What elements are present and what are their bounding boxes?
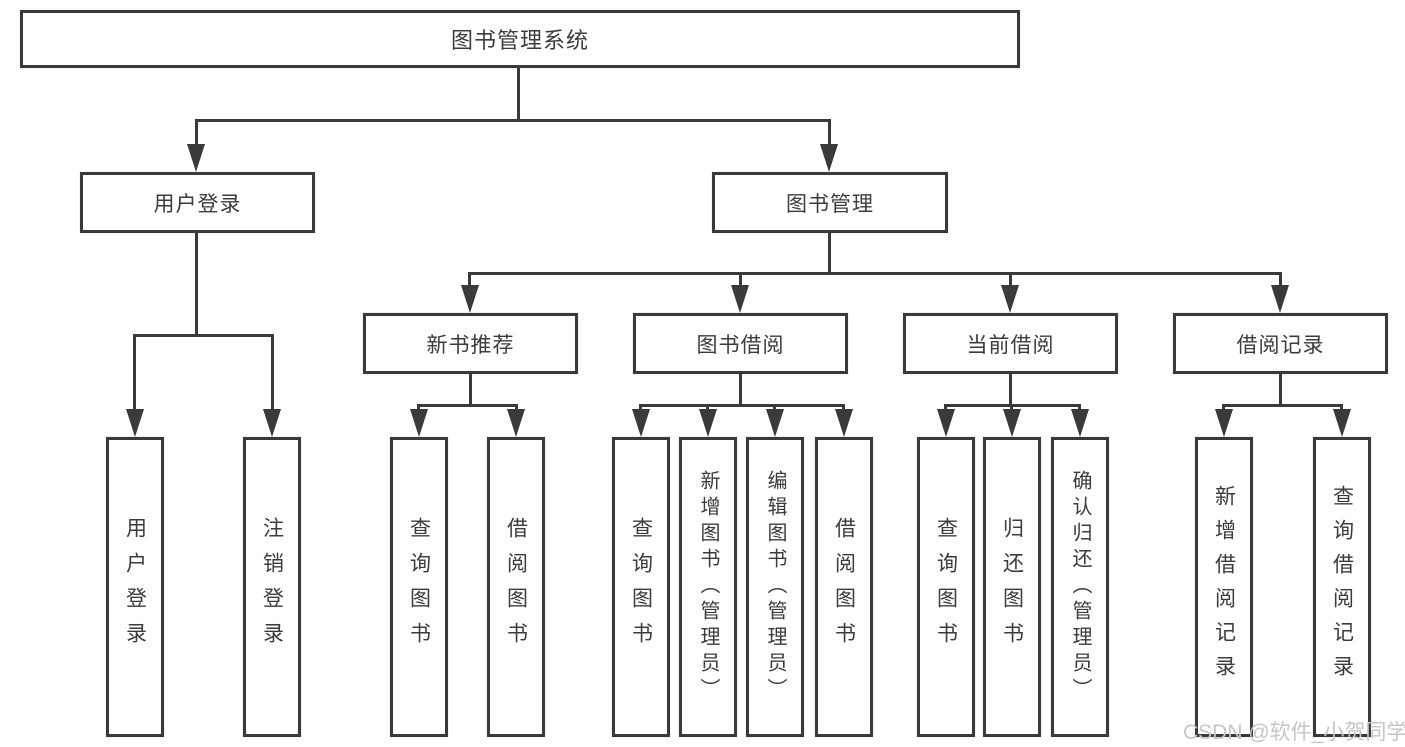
leaf-return-books: 归还图书	[983, 437, 1041, 737]
node-label: 查询图书	[934, 517, 958, 657]
arrowhead-down-icon	[507, 409, 525, 437]
arrowhead-down-icon	[766, 409, 784, 437]
arrowhead-down-icon	[1215, 409, 1233, 437]
connector-stem-user-login	[195, 119, 198, 151]
arrowhead-down-icon	[937, 409, 955, 437]
arrowhead-down-icon	[461, 285, 479, 313]
node-label: 借阅记录	[1236, 333, 1325, 357]
node-book-borrow: 图书借阅	[633, 313, 848, 374]
leaf-query-books-1: 查询图书	[390, 437, 448, 737]
node-label: 借阅图书	[832, 517, 856, 657]
connector-book-borrow-branch	[640, 404, 845, 407]
node-label: 归还图书	[1000, 517, 1024, 657]
leaf-user-login: 用户登录	[106, 437, 164, 737]
leaf-query-borrow-record: 查询借阅记录	[1313, 437, 1371, 737]
leaf-add-books-admin: 新增图书（管理员）	[679, 437, 737, 737]
connector-new-book-stem	[469, 374, 472, 407]
leaf-edit-books-admin: 编辑图书（管理员）	[746, 437, 804, 737]
arrowhead-down-icon	[731, 285, 749, 313]
leaf-query-books-2: 查询图书	[612, 437, 670, 737]
node-label: 编辑图书（管理员）	[764, 470, 786, 704]
connector-user-login-stem	[195, 233, 198, 337]
leaf-borrow-books-1: 借阅图书	[487, 437, 545, 737]
connector-borrow-records-branch	[1223, 404, 1343, 407]
arrowhead-down-icon	[835, 409, 853, 437]
node-current-borrow: 当前借阅	[903, 313, 1118, 374]
arrowhead-down-icon	[1271, 285, 1289, 313]
leaf-borrow-books-2: 借阅图书	[815, 437, 873, 737]
node-label: 查询图书	[407, 517, 431, 657]
connector-level3-branch	[469, 272, 1281, 275]
arrowhead-down-icon	[263, 409, 281, 437]
node-label: 当前借阅	[966, 333, 1055, 357]
node-label: 借阅图书	[504, 517, 528, 657]
connector-stem-book-management	[828, 119, 831, 151]
node-root-library-system: 图书管理系统	[20, 10, 1020, 68]
connector-borrow-records-stem	[1279, 374, 1282, 407]
leaf-query-books-3: 查询图书	[917, 437, 975, 737]
connector-new-book-branch	[418, 404, 518, 407]
connector-level2-branch	[195, 119, 831, 122]
connector-stem-leaf	[133, 334, 136, 412]
leaf-add-borrow-record: 新增借阅记录	[1195, 437, 1253, 737]
leaf-confirm-return-admin: 确认归还（管理员）	[1051, 437, 1109, 737]
node-label: 图书借阅	[696, 333, 785, 357]
node-label: 查询借阅记录	[1330, 485, 1354, 689]
node-label: 图书管理	[786, 192, 874, 216]
arrowhead-down-icon	[699, 409, 717, 437]
connector-current-borrow-stem	[1009, 374, 1012, 407]
node-label: 用户登录	[153, 192, 242, 216]
node-label: 新增借阅记录	[1212, 485, 1236, 689]
connector-stem-book-borrow	[739, 272, 742, 290]
connector-stem-borrow-records	[1279, 272, 1282, 290]
node-book-management: 图书管理	[712, 172, 948, 233]
node-new-book-recommend: 新书推荐	[363, 313, 578, 374]
connector-user-login-branch	[134, 334, 274, 337]
leaf-logout: 注销登录	[243, 437, 301, 737]
connector-stem-new-book-recommend	[468, 272, 471, 290]
node-label: 新增图书（管理员）	[697, 470, 719, 704]
connector-root-stem	[517, 68, 520, 122]
node-label: 注销登录	[260, 517, 284, 657]
arrowhead-down-icon	[820, 144, 838, 172]
arrowhead-down-icon	[187, 144, 205, 172]
connector-book-borrow-stem	[739, 374, 742, 407]
arrowhead-down-icon	[1333, 409, 1351, 437]
node-label: 用户登录	[123, 517, 147, 657]
connector-book-management-stem	[828, 233, 831, 275]
arrowhead-down-icon	[1001, 285, 1019, 313]
connector-current-borrow-branch	[945, 404, 1081, 407]
arrowhead-down-icon	[1003, 409, 1021, 437]
node-label: 查询图书	[629, 517, 653, 657]
node-user-login: 用户登录	[80, 172, 315, 233]
arrowhead-down-icon	[410, 409, 428, 437]
node-label: 确认归还（管理员）	[1069, 470, 1091, 704]
arrowhead-down-icon	[632, 409, 650, 437]
arrowhead-down-icon	[126, 409, 144, 437]
connector-stem-leaf	[271, 334, 274, 412]
connector-stem-current-borrow	[1009, 272, 1012, 290]
node-label: 图书管理系统	[450, 28, 589, 53]
node-borrow-records: 借阅记录	[1173, 313, 1388, 374]
node-label: 新书推荐	[426, 333, 515, 357]
arrowhead-down-icon	[1071, 409, 1089, 437]
csdn-watermark: CSDN @软件_小贺同学	[1183, 721, 1405, 744]
